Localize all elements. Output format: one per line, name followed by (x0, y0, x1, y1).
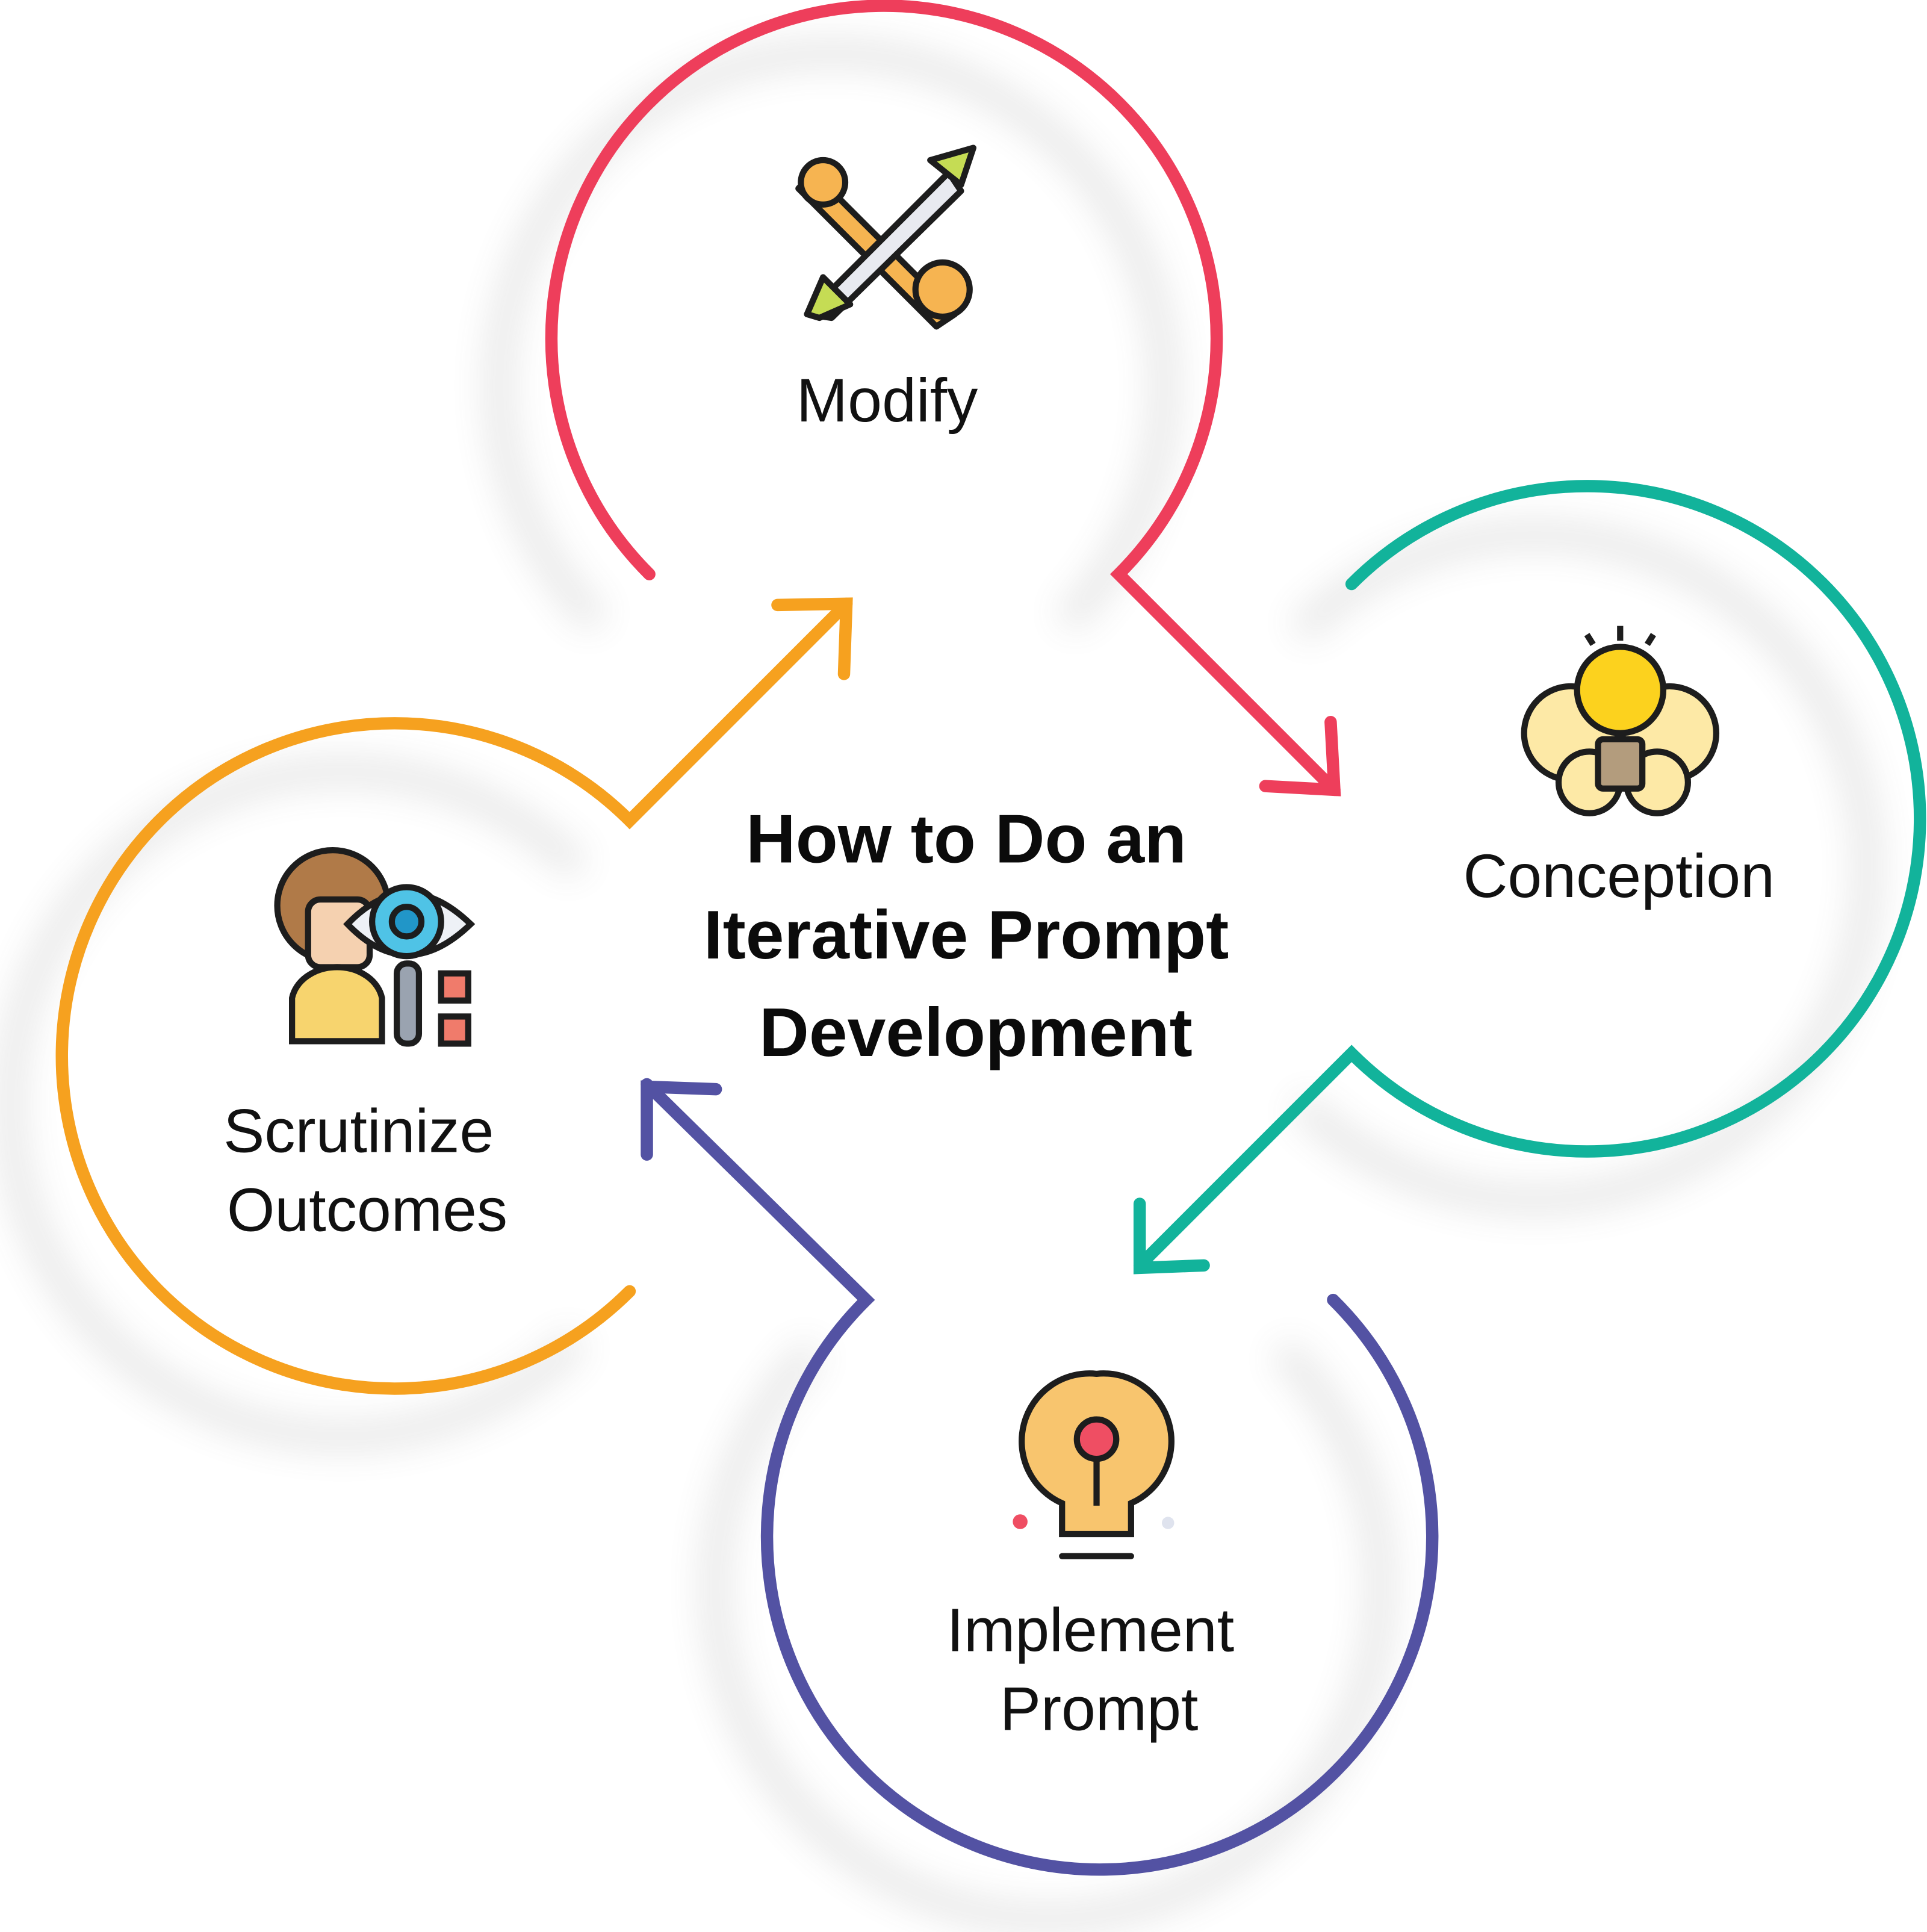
step-label-implement: Implement Prompt (947, 1595, 1252, 1743)
arrowhead-implement (641, 1080, 722, 1161)
dot-icon (1161, 1517, 1175, 1529)
diagram-title: How to Do an Iterative Prompt Developmen… (704, 801, 1248, 1071)
lightbulb-pin-icon (1019, 1370, 1175, 1559)
arrowhead-modify (1259, 716, 1341, 797)
arrowhead-scrutinize (771, 597, 853, 680)
arrowhead-conception (1133, 1197, 1210, 1275)
implement-loop (641, 1078, 1439, 1876)
step-label-modify: Modify (796, 365, 978, 435)
scrutinize-loop (55, 597, 853, 1395)
conception-loop (1133, 480, 1926, 1275)
brain-lightbulb-icon (1521, 626, 1720, 816)
circle-shadows (0, 39, 1881, 1932)
step-label-conception: Conception (1463, 841, 1775, 910)
sparkle-icon (1013, 1514, 1028, 1529)
person-magnifier-icon (274, 847, 476, 1047)
wrench-pencil-icon (795, 144, 976, 330)
step-label-scrutinize: Scrutinize Outcomes (223, 1096, 511, 1244)
modify-loop (545, 0, 1341, 797)
